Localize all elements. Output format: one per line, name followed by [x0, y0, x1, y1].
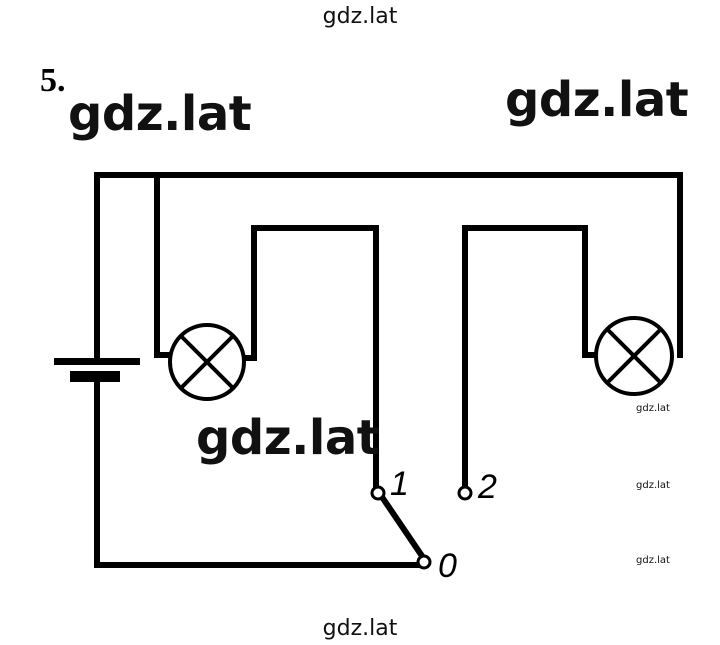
- wire-outer-loop: [94, 172, 683, 358]
- watermark-big-middle: gdz.lat: [196, 410, 380, 466]
- watermark-small-3: gdz.lat: [636, 555, 670, 566]
- wire-left-lamp-in: [154, 172, 173, 358]
- watermark-big-right: gdz.lat: [505, 72, 689, 128]
- terminal-2-label: 2: [477, 468, 497, 506]
- watermark-small-1: gdz.lat: [636, 403, 670, 414]
- problem-number: 5.: [40, 62, 66, 99]
- battery-short-plate: [70, 371, 120, 382]
- terminal-1: [370, 485, 386, 501]
- terminal-0-label: 0: [438, 547, 457, 585]
- switch-blade: [377, 492, 427, 561]
- wire-right-lamp-out: [462, 225, 602, 491]
- terminal-2: [457, 485, 473, 501]
- wire-battery-bottom: [94, 375, 423, 568]
- terminal-0: [416, 554, 432, 570]
- watermark-small-2: gdz.lat: [636, 480, 670, 491]
- left-lamp: [168, 323, 246, 401]
- watermark-bottom: gdz.lat: [322, 616, 398, 641]
- watermark-big-left: gdz.lat: [68, 86, 252, 142]
- terminal-1-label: 1: [390, 465, 409, 503]
- battery-long-plate: [54, 358, 140, 365]
- wire-left-lamp-out: [241, 225, 379, 493]
- right-lamp: [594, 316, 674, 396]
- watermark-top: gdz.lat: [322, 4, 398, 29]
